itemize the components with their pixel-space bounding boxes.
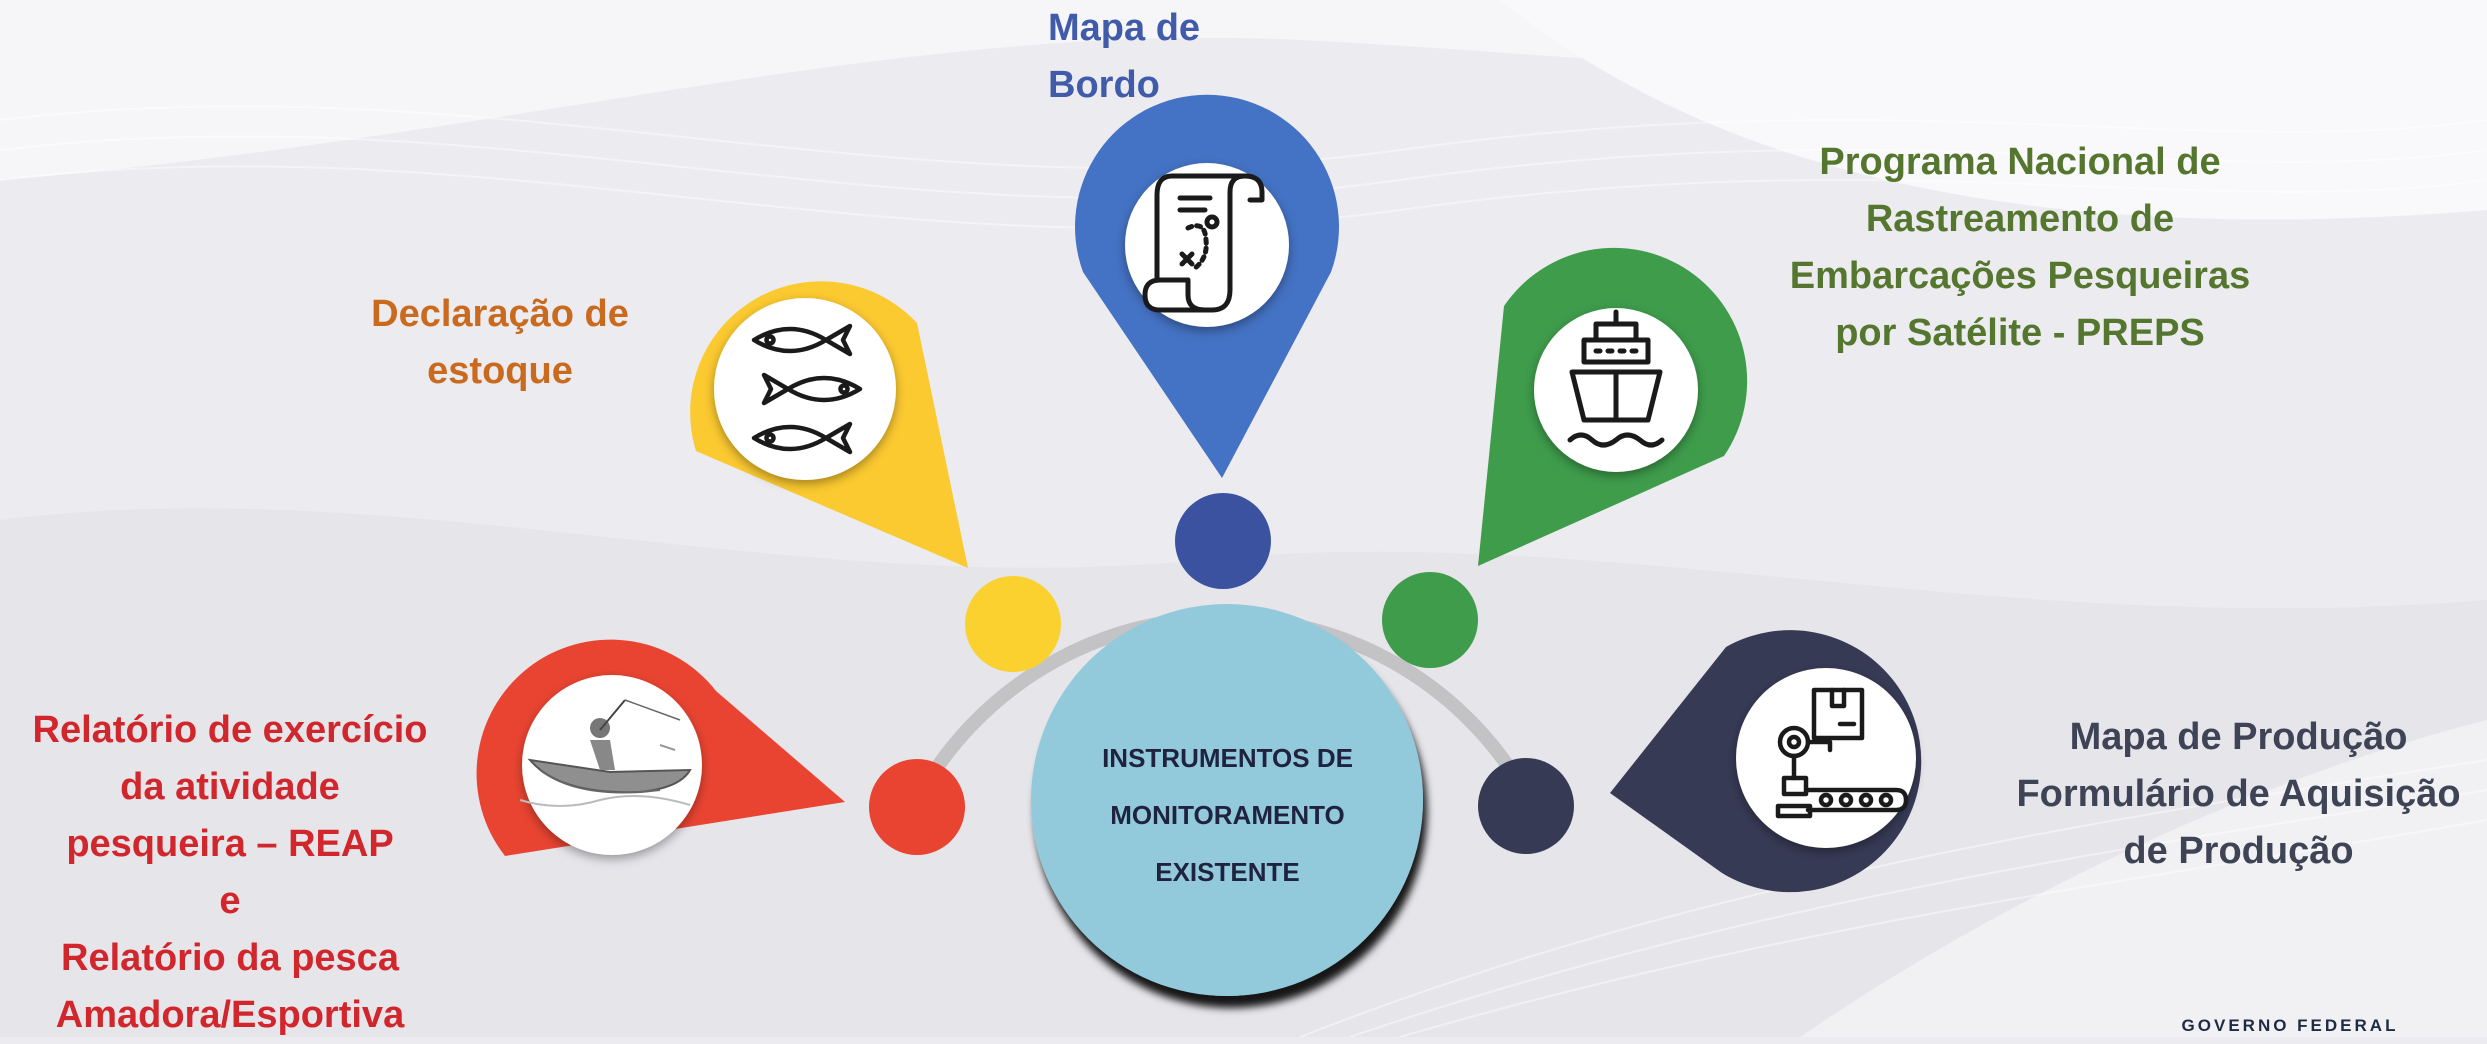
pin-preps (1478, 247, 1748, 566)
pin-mapa-de-bordo (1075, 94, 1339, 478)
government-logo (2170, 1000, 2410, 1006)
label-preps: Programa Nacional de Rastreamento de Emb… (1789, 141, 2251, 354)
dot-declaracao-de-estoque (965, 576, 1061, 672)
label-mapa-de-bordo: Mapa de Bordo (1048, 7, 1201, 106)
center-circle (1031, 604, 1423, 996)
label-declaracao-de-estoque: Declaração de estoque (371, 293, 629, 392)
pin-mapa-de-producao (1610, 630, 1922, 893)
governo-federal-logo-text: GOVERNO FEDERAL (2181, 1016, 2399, 1035)
pin-declaracao-de-estoque (690, 281, 968, 568)
treasure-map-scroll-icon (1142, 173, 1265, 313)
dot-reap (869, 759, 965, 855)
fisherman-boat-icon (519, 699, 692, 807)
robotic-arm-conveyor-icon (1775, 687, 1909, 819)
ship-icon (1567, 309, 1665, 448)
label-mapa-de-producao: Mapa de Produção Formulário de Aquisição… (2016, 716, 2461, 872)
pin-reap (476, 639, 845, 856)
center-title: INSTRUMENTOS DE MONITORAMENTO EXISTENTE (1102, 743, 1353, 887)
three-fish-icon (751, 323, 863, 455)
label-reap: Relatório de exercício da atividade pesq… (32, 709, 428, 1036)
dot-preps (1382, 572, 1478, 668)
dot-mapa-de-producao (1478, 758, 1574, 854)
dot-mapa-de-bordo (1175, 493, 1271, 589)
